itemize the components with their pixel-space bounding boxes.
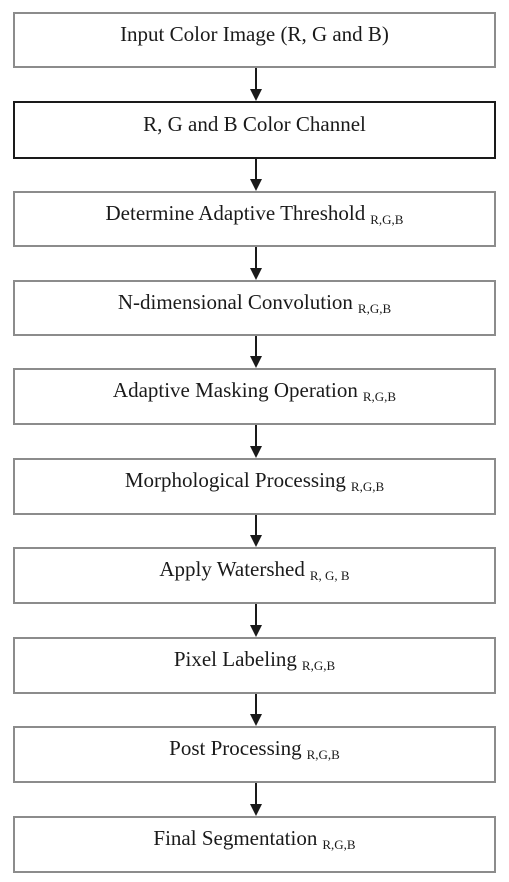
- arrow-down-icon: [250, 694, 262, 726]
- step-subscript: R,G,B: [357, 300, 392, 316]
- arrow-down-icon: [250, 68, 262, 101]
- step-input-color-image: Input Color Image (R, G and B): [13, 12, 496, 68]
- arrow-down-icon: [250, 159, 262, 191]
- arrow-down-icon: [250, 604, 262, 637]
- arrow-down-icon: [250, 783, 262, 816]
- arrow-down-icon: [250, 336, 262, 368]
- step-color-channel: R, G and B Color Channel: [13, 101, 496, 159]
- step-subscript: R,G,B: [350, 479, 385, 494]
- step-subscript: R,G,B: [306, 747, 340, 762]
- step-subscript: R, G, B: [309, 568, 350, 583]
- step-subscript: R,G,B: [322, 837, 356, 852]
- step-subscript: R,G,B: [370, 211, 404, 227]
- step-label: R, G and B Color Channel: [143, 111, 366, 136]
- step-subscript: R,G,B: [362, 389, 397, 404]
- arrow-down-icon: [250, 425, 262, 458]
- step-subscript: R,G,B: [301, 658, 336, 673]
- step-label: Input Color Image (R, G and B): [120, 21, 389, 46]
- arrow-down-icon: [250, 515, 262, 547]
- arrow-down-icon: [250, 247, 262, 280]
